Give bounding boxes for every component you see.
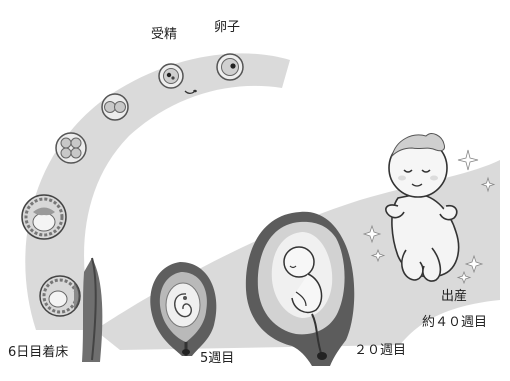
implanting-embryo-icon (39, 257, 103, 362)
blastocyst-icon (21, 194, 67, 240)
two-cell-embryo-icon (101, 93, 129, 121)
egg-cell-icon (216, 53, 244, 81)
newborn-baby-icon (385, 133, 460, 282)
week20-label: ２０週目 (354, 343, 407, 358)
implantation-label: 6日目着床 (8, 345, 69, 360)
five-week-embryo-icon (150, 262, 217, 356)
egg-label: 卵子 (214, 20, 241, 35)
week5-label: 5週目 (200, 351, 235, 366)
four-cell-embryo-icon (55, 132, 87, 164)
birth-week-label: 約４０週目 (422, 315, 488, 330)
twenty-week-fetus-icon (245, 211, 355, 366)
birth-label: 出産 (441, 289, 468, 304)
fertilization-label: 受精 (151, 27, 178, 42)
fertilized-egg-icon (158, 63, 197, 95)
sparkle-icons (362, 149, 496, 285)
